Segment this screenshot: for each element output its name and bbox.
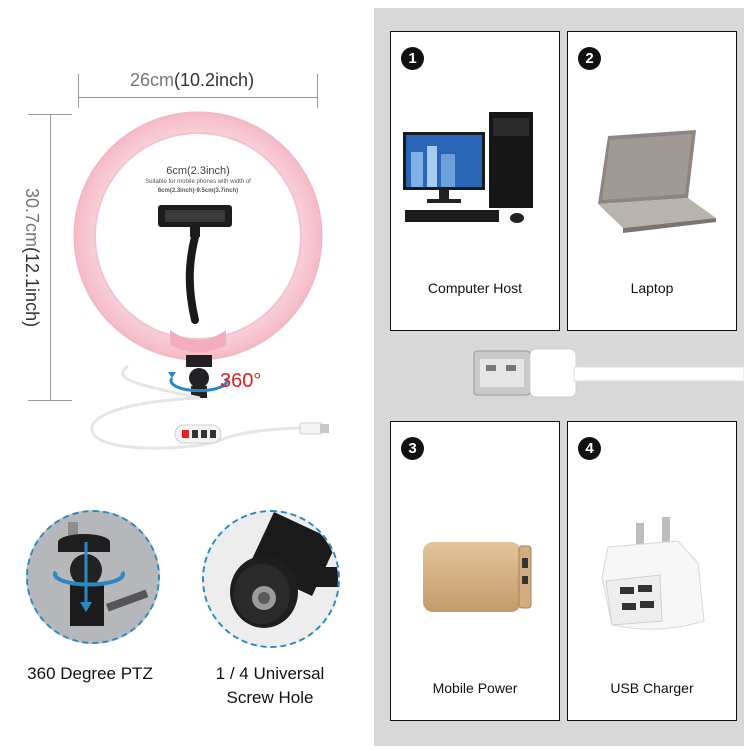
power-bank-icon	[423, 542, 532, 612]
device-card-usb-charger: 4 USB Charger	[567, 421, 737, 721]
usb-cable	[90, 396, 311, 450]
holder-size-note: 6cm(2.3inch) Suitable for mobile phones …	[145, 165, 251, 194]
height-dimension-line	[50, 114, 51, 401]
laptop-icon	[598, 130, 716, 233]
screw-hole-caption: 1 / 4 Universal Screw Hole	[215, 664, 325, 707]
number-badge: 3	[401, 437, 424, 460]
device-card-mobile-power: 3 Mobile Power	[390, 421, 560, 721]
desktop-computer-icon	[403, 112, 533, 223]
ball-head-mount	[168, 355, 229, 398]
inline-switch	[174, 424, 222, 444]
device-label: Mobile Power	[432, 680, 518, 696]
gooseneck-arm	[185, 233, 199, 324]
device-card-computer-host: 1 Computer Host	[390, 31, 560, 331]
phone-clamp	[158, 205, 232, 237]
ring-light-illustration	[73, 111, 329, 450]
number-badge: 4	[578, 437, 601, 460]
device-label: USB Charger	[610, 680, 694, 696]
ptz-detail-image	[26, 510, 160, 644]
usb-wall-charger-icon	[601, 517, 705, 630]
device-card-laptop: 2 Laptop	[567, 31, 737, 331]
rotation-label: 360°	[220, 370, 262, 392]
width-dimension-tick-right	[317, 74, 318, 108]
width-dimension-label: 26cm(10.2inch)	[130, 70, 255, 90]
width-dimension-tick-left	[78, 74, 79, 108]
usb-cable-connector	[473, 348, 744, 398]
number-badge: 2	[578, 47, 601, 70]
number-badge: 1	[401, 47, 424, 70]
ptz-caption: 360 Degree PTZ	[27, 664, 153, 683]
usb-plug	[299, 422, 329, 435]
height-dimension-tick-bottom	[28, 400, 72, 401]
height-dimension-tick-top	[28, 114, 72, 115]
device-label: Computer Host	[427, 280, 523, 296]
device-label: Laptop	[630, 280, 674, 296]
screw-hole-detail-image	[202, 510, 340, 648]
width-dimension-line	[78, 97, 318, 98]
